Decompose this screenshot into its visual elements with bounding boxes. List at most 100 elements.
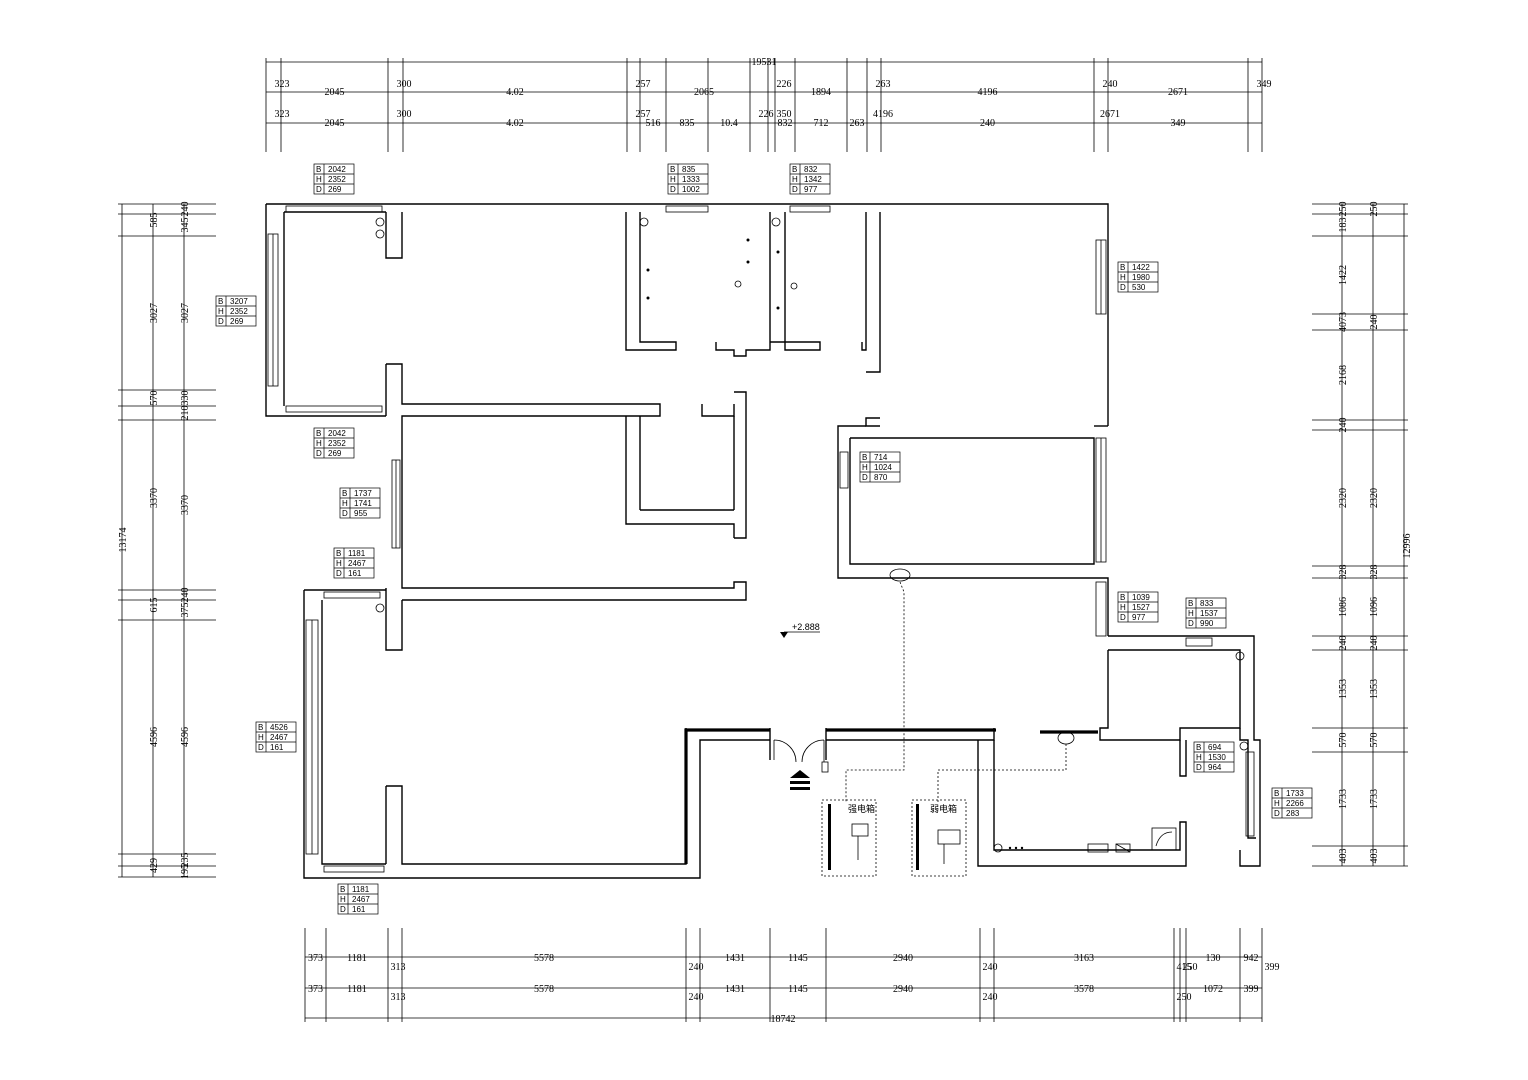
tag-value-d: 964 — [1208, 763, 1222, 772]
right-dim-outer-0: 250 — [1338, 202, 1349, 217]
tag-letter: B — [342, 489, 347, 498]
tag-value-b: 694 — [1208, 743, 1222, 752]
top-dim-row1-12: 349 — [1257, 79, 1272, 90]
tag-value-h: 2352 — [230, 307, 248, 316]
left-dim-outer-0: 585 — [149, 213, 160, 228]
bottom-dim-row2-1: 1181 — [347, 984, 367, 995]
right-dim-inner-4: 1096 — [1369, 597, 1380, 617]
tag-value-h: 2266 — [1286, 799, 1304, 808]
tag-value-h: 1333 — [682, 175, 700, 184]
left-dim-inner-10: 195 — [180, 864, 191, 879]
left-dim-inner-0: 240 — [180, 202, 191, 217]
top-dim-row2-14: 240 — [980, 118, 995, 129]
left-dim-outer-4: 615 — [149, 598, 160, 613]
tag-letter: H — [1120, 603, 1126, 612]
tag-letter: H — [862, 463, 868, 472]
weak-box-label: 弱电箱 — [930, 803, 957, 814]
strong-box-label: 强电箱 — [848, 803, 875, 814]
left-dim-outer-2: 570 — [149, 391, 160, 406]
right-dim-outer-11: 570 — [1338, 733, 1349, 748]
top-dim-row2-2: 300 — [397, 109, 412, 120]
bottom-dim-row2-2: 313 — [391, 992, 406, 1003]
bottom-dim-row1-6: 1145 — [788, 953, 808, 964]
tag-value-d: 990 — [1200, 619, 1214, 628]
right-dim-outer-3: 4073 — [1338, 312, 1349, 332]
level-marker: +2.888 — [792, 622, 820, 632]
tag-letter: B — [316, 165, 321, 174]
bottom-dim-row2-8: 240 — [983, 992, 998, 1003]
tag-letter: H — [342, 499, 348, 508]
tag-letter: D — [218, 317, 224, 326]
tag-value-d: 977 — [1132, 613, 1146, 622]
right-dim-outer-8: 1086 — [1338, 597, 1349, 617]
top-dim-row2-8: 226 — [759, 109, 774, 120]
top-dim-row1-3: 4.02 — [506, 87, 524, 98]
top-dim-row1-7: 1894 — [811, 87, 831, 98]
bottom-dim-row2-3: 5578 — [534, 984, 554, 995]
top-dim-row2-13: 4196 — [873, 109, 893, 120]
top-dim-row1-1: 2045 — [325, 87, 345, 98]
tag-letter: D — [336, 569, 342, 578]
tag-value-d: 870 — [874, 473, 888, 482]
bottom-dim-row2-7: 2940 — [893, 984, 913, 995]
tag-letter: B — [1120, 593, 1125, 602]
tag-letter: H — [1274, 799, 1280, 808]
top-dim-row1-4: 257 — [636, 79, 651, 90]
right-dim-outer-1: 183 — [1338, 218, 1349, 233]
tag-value-b: 1422 — [1132, 263, 1150, 272]
left-dim-outer-1: 3027 — [149, 303, 160, 323]
tag-value-d: 269 — [230, 317, 244, 326]
left-dim-outer-6: 429 — [149, 858, 160, 873]
tag-letter: D — [258, 743, 264, 752]
tag-letter: B — [1196, 743, 1201, 752]
top-dim-row1-9: 4196 — [978, 87, 998, 98]
right-dim-inner-0: 250 — [1369, 202, 1380, 217]
left-dim-inner-3: 330 — [180, 391, 191, 406]
bottom-dim-row2-4: 240 — [689, 992, 704, 1003]
strong-electric-box — [821, 799, 877, 877]
tag-value-b: 714 — [874, 453, 888, 462]
bottom-dim-row2-10: 250 — [1177, 992, 1192, 1003]
bottom-dim-row1-0: 373 — [308, 953, 323, 964]
tag-letter: B — [316, 429, 321, 438]
right-dim-inner-1: 240 — [1369, 315, 1380, 330]
top-dim-row2-11: 712 — [814, 118, 829, 129]
right-dim-outer-2: 1422 — [1338, 265, 1349, 285]
left-dim-outer-3: 3370 — [149, 488, 160, 508]
top-dim-row2-12: 263 — [850, 118, 865, 129]
top-dim-row1-6: 226 — [777, 79, 792, 90]
tag-value-h: 1741 — [354, 499, 372, 508]
tag-letter: B — [218, 297, 223, 306]
bottom-dim-row2-0: 373 — [308, 984, 323, 995]
tag-letter: D — [1120, 613, 1126, 622]
tag-value-h: 2467 — [270, 733, 288, 742]
tag-letter: B — [1188, 599, 1193, 608]
right-dim-outer-10: 1353 — [1338, 679, 1349, 699]
tag-letter: B — [862, 453, 867, 462]
left-dim-inner-6: 240 — [180, 588, 191, 603]
bottom-dim-row2-5: 1431 — [725, 984, 745, 995]
top-dim-row2-0: 323 — [275, 109, 290, 120]
tag-value-h: 1530 — [1208, 753, 1226, 762]
tag-letter: D — [1120, 283, 1126, 292]
bottom-dim-row1-12: 130 — [1206, 953, 1221, 964]
left-dim-inner-8: 4596 — [180, 727, 191, 747]
tag-letter: B — [336, 549, 341, 558]
tag-value-h: 2352 — [328, 175, 346, 184]
tag-letter: H — [792, 175, 798, 184]
tag-value-b: 1733 — [1286, 789, 1304, 798]
tag-value-d: 955 — [354, 509, 368, 518]
top-dim-row2-16: 349 — [1171, 118, 1186, 129]
top-dim-row2-1: 2045 — [325, 118, 345, 129]
tag-value-b: 2042 — [328, 429, 346, 438]
top-dim-row2-5: 516 — [646, 118, 661, 129]
top-dim-row2-9: 350 — [777, 109, 792, 120]
